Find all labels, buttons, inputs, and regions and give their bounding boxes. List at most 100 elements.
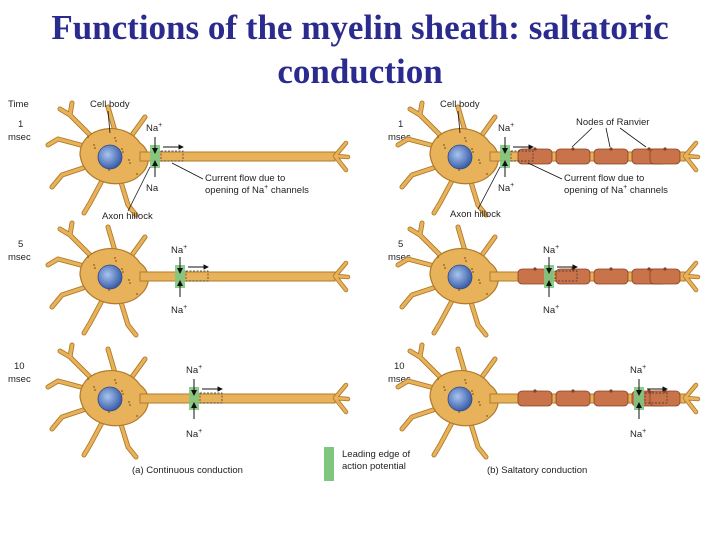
schwann-nucleus: [571, 267, 575, 271]
speckle: [437, 378, 439, 380]
speckle: [486, 173, 488, 175]
na-top-label: Na+: [171, 244, 187, 256]
time-value: 10: [14, 361, 25, 372]
speckle: [443, 264, 445, 266]
axon-hillock-pointer: [127, 166, 151, 212]
speckle: [465, 260, 467, 262]
nucleus: [447, 144, 473, 170]
current-flow-region: [644, 392, 668, 404]
speckle: [464, 137, 466, 139]
ranvier-pointer: [571, 127, 593, 148]
speckle: [114, 137, 116, 139]
speckle: [128, 401, 130, 403]
speckle: [128, 279, 130, 281]
speckle: [443, 386, 445, 388]
speckle: [437, 256, 439, 258]
page-title: Functions of the myelin sheath: saltator…: [0, 6, 720, 94]
na-bottom-label: Na+: [630, 428, 646, 440]
speckle: [479, 404, 481, 406]
myelin-segment: [593, 268, 629, 285]
nucleus: [447, 264, 473, 290]
neuron: [395, 342, 701, 460]
dendrites: [396, 101, 497, 217]
speckle: [464, 257, 466, 259]
legend-label-1: Leading edge of: [342, 449, 411, 460]
schwann-nucleus: [647, 147, 651, 151]
speckle: [136, 415, 138, 417]
na-bottom-label: Na: [146, 183, 159, 194]
cell-body-pointer: [107, 110, 111, 134]
speckle: [129, 162, 131, 164]
current-flow-region: [510, 150, 534, 162]
speckle: [87, 378, 89, 380]
cell-body-pointer: [457, 110, 461, 134]
speckle: [114, 379, 116, 381]
axon: [139, 271, 336, 282]
speckle: [115, 140, 117, 142]
na-top-label: Na+: [146, 122, 162, 134]
na-top-label: Na+: [186, 364, 202, 376]
title-line-1: Functions of the myelin sheath: saltator…: [51, 8, 669, 47]
speckle: [108, 289, 110, 291]
leading-edge-legend-swatch: [324, 447, 334, 481]
axon-terminal: [333, 261, 350, 292]
ranvier-pointer: [605, 127, 611, 148]
schwann-nucleus: [609, 267, 613, 271]
axon-terminal: [683, 141, 700, 172]
neuron: [395, 220, 701, 338]
current-flow-pointer: [527, 162, 563, 180]
speckle: [87, 136, 89, 138]
speckle: [471, 148, 473, 150]
schwann-nucleus: [609, 389, 613, 393]
current-flow-label-left-1: Current flow due to: [205, 173, 285, 184]
speckle: [472, 151, 474, 153]
schwann-nucleus: [663, 147, 667, 151]
axon-terminal: [333, 383, 350, 414]
na-top-label: Na+: [630, 364, 646, 376]
speckle: [94, 267, 96, 269]
speckle: [465, 140, 467, 142]
myelin-segment: [593, 390, 629, 407]
neuron: [45, 100, 351, 218]
leading-edge: [189, 387, 199, 410]
time-value: 1: [18, 119, 23, 130]
speckle: [444, 147, 446, 149]
schwann-nucleus: [647, 267, 651, 271]
current-flow-label-right-2: opening of Na+ channels: [564, 184, 668, 196]
current-flow-region: [160, 150, 184, 162]
speckle: [114, 257, 116, 259]
speckle: [94, 147, 96, 149]
speckle: [479, 282, 481, 284]
speckle: [121, 268, 123, 270]
myelin-diagram: Time 1 msec 5 msec 10 msec 1 msec 5 msec…: [8, 99, 701, 481]
speckle: [121, 148, 123, 150]
nodes-of-ranvier-label: Nodes of Ranvier: [576, 117, 649, 128]
current-flow-region: [554, 270, 578, 282]
axon-terminal: [333, 141, 350, 172]
schwann-nucleus: [663, 267, 667, 271]
saltatory-caption: (b) Saltatory conduction: [487, 465, 587, 476]
speckle: [444, 389, 446, 391]
axon: [139, 393, 336, 404]
speckle: [122, 393, 124, 395]
leading-edge: [634, 387, 644, 410]
speckle: [464, 379, 466, 381]
speckle: [93, 144, 95, 146]
axon-hillock-label-left: Axon hillock: [102, 211, 153, 222]
cell-body-label-left: Cell body: [90, 99, 130, 110]
speckle: [115, 382, 117, 384]
axon-terminal: [683, 261, 700, 292]
speckle: [465, 382, 467, 384]
myelin-segment: [555, 148, 591, 165]
axon-terminal: [683, 383, 700, 414]
axon: [139, 151, 336, 162]
schwann-nucleus: [533, 267, 537, 271]
time-unit: msec: [388, 132, 411, 143]
speckle: [129, 404, 131, 406]
time-unit: msec: [388, 374, 411, 385]
speckle: [486, 415, 488, 417]
leading-edge: [544, 265, 554, 288]
nucleus: [97, 264, 123, 290]
speckle: [94, 389, 96, 391]
nucleus: [97, 144, 123, 170]
